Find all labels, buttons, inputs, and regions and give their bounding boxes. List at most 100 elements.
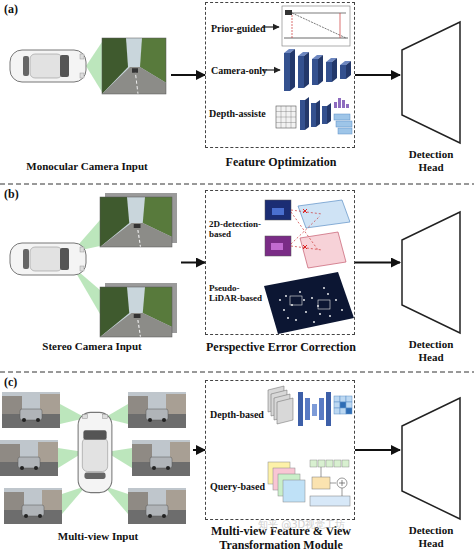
method-name: Camera-only bbox=[211, 65, 269, 77]
head-outline bbox=[402, 212, 460, 333]
multi-view-input-art bbox=[0, 392, 190, 524]
pseudo-lidar-figure bbox=[295, 319, 297, 321]
depth-assist-figure bbox=[300, 100, 305, 130]
stage-caption: Perspective Error Correction bbox=[181, 341, 381, 355]
head-outline bbox=[400, 210, 462, 335]
cnn-figure bbox=[346, 61, 351, 79]
detection-2d-figure bbox=[300, 232, 346, 268]
depth-assist-figure bbox=[311, 103, 316, 127]
depth-assist-figure bbox=[342, 100, 345, 108]
stereo-input-art bbox=[10, 243, 86, 275]
method-name: Pseudo-LiDAR-based bbox=[209, 283, 265, 304]
depth-based-figure bbox=[340, 402, 346, 408]
multi-view-input-art bbox=[78, 412, 112, 492]
pseudo-lidar-figure bbox=[264, 272, 354, 334]
query-based-figure bbox=[321, 467, 322, 477]
cnn-figure bbox=[284, 53, 290, 91]
multi-view-input-art bbox=[104, 486, 128, 514]
depth-assist-figure bbox=[327, 103, 331, 124]
multi-view-input-art bbox=[4, 488, 62, 524]
flow-arrow bbox=[355, 74, 400, 76]
watermark: 知乎 @3D视觉工坊 bbox=[258, 519, 345, 531]
query-based-figure bbox=[339, 480, 345, 486]
input-caption: Stereo Camera Input bbox=[3, 340, 181, 353]
depth-based-figure bbox=[298, 392, 303, 426]
multi-view-input-art bbox=[132, 440, 190, 476]
prior-guided-figure bbox=[284, 38, 348, 39]
pseudo-lidar-figure bbox=[290, 296, 302, 305]
depth-based-figure bbox=[340, 396, 346, 402]
cnn-figure bbox=[332, 58, 337, 82]
head-outline bbox=[400, 396, 462, 521]
depth-based-figure bbox=[268, 386, 352, 426]
detection-head: Detection Head bbox=[400, 210, 462, 360]
prior-guided-figure bbox=[340, 13, 341, 38]
method-name: Query-based bbox=[210, 481, 268, 493]
depth-based-figure bbox=[334, 408, 340, 414]
method-box: Prior-guidedCamera-onlyDepth-assisteFeat… bbox=[205, 2, 355, 148]
detection-2d-figure bbox=[291, 216, 320, 244]
pseudo-lidar-figure bbox=[287, 317, 289, 319]
depth-assist-figure bbox=[276, 122, 296, 123]
pseudo-lidar-figure bbox=[327, 293, 329, 295]
pseudo-lidar-figure bbox=[305, 311, 307, 313]
panel-letter: (c) bbox=[4, 376, 17, 390]
panel-separator bbox=[0, 184, 474, 185]
detection-2d-figure bbox=[291, 212, 318, 250]
cnn-figure bbox=[326, 62, 332, 82]
cnn-figure bbox=[262, 49, 351, 91]
head-outline bbox=[400, 20, 462, 145]
pseudo-lidar-figure bbox=[303, 299, 305, 301]
depth-assist-figure bbox=[276, 106, 296, 128]
pseudo-lidar-figure bbox=[313, 321, 315, 323]
stereo-input-art bbox=[100, 197, 172, 247]
pseudo-lidar-figure bbox=[264, 272, 354, 334]
pseudo-lidar-figure bbox=[285, 295, 287, 297]
stereo-input-art bbox=[100, 287, 172, 337]
depth-based-figure bbox=[346, 396, 352, 402]
monocular-input-art bbox=[102, 38, 166, 94]
depth-assist-figure bbox=[322, 106, 327, 124]
multi-view-input-art bbox=[128, 392, 186, 428]
cnn-figure bbox=[318, 55, 323, 85]
depth-based-figure bbox=[305, 398, 310, 420]
input-panel: Stereo Camera Input bbox=[3, 192, 181, 357]
pseudo-lidar-figure bbox=[335, 299, 337, 301]
pseudo-lidar-figure bbox=[319, 313, 321, 315]
pseudo-lidar-figure bbox=[279, 287, 343, 323]
flow-arrow bbox=[171, 74, 205, 76]
multi-view-input-art bbox=[62, 486, 86, 514]
query-based-figure bbox=[342, 488, 343, 496]
detection-2d-figure bbox=[265, 200, 350, 268]
depth-assist-figure bbox=[336, 121, 352, 127]
depth-based-figure bbox=[334, 402, 340, 408]
stereo-input-art bbox=[10, 193, 177, 337]
detection-2d-figure bbox=[265, 236, 291, 256]
prior-guided-figure bbox=[282, 6, 350, 46]
method-name: Depth-assiste bbox=[209, 108, 275, 120]
detection-2d-figure bbox=[271, 243, 283, 250]
query-based-figure bbox=[334, 460, 341, 467]
depth-assist-figure bbox=[346, 104, 349, 108]
depth-assist-figure bbox=[276, 97, 352, 134]
depth-based-figure bbox=[346, 408, 352, 414]
detection-2d-figure bbox=[298, 200, 350, 228]
depth-assist-figure bbox=[305, 97, 309, 130]
method-name: Depth-based bbox=[210, 409, 268, 421]
depth-based-figure bbox=[312, 404, 317, 416]
query-based-figure bbox=[310, 496, 350, 506]
depth-assist-figure bbox=[334, 114, 350, 120]
monocular-input-art bbox=[10, 50, 86, 82]
input-caption: Multi-view Input bbox=[3, 530, 193, 543]
detection-2d-figure bbox=[303, 209, 307, 249]
head-outline bbox=[402, 398, 460, 519]
pseudo-lidar-figure bbox=[283, 309, 285, 311]
depth-assist-figure bbox=[276, 117, 296, 118]
pseudo-lidar-figure bbox=[318, 300, 330, 309]
query-based-figure bbox=[318, 460, 325, 467]
pseudo-lidar-figure bbox=[341, 309, 343, 311]
flow-arrow bbox=[193, 449, 205, 451]
pseudo-lidar-figure bbox=[299, 291, 301, 293]
query-based-figure bbox=[310, 460, 317, 467]
depth-based-figure bbox=[346, 402, 352, 408]
